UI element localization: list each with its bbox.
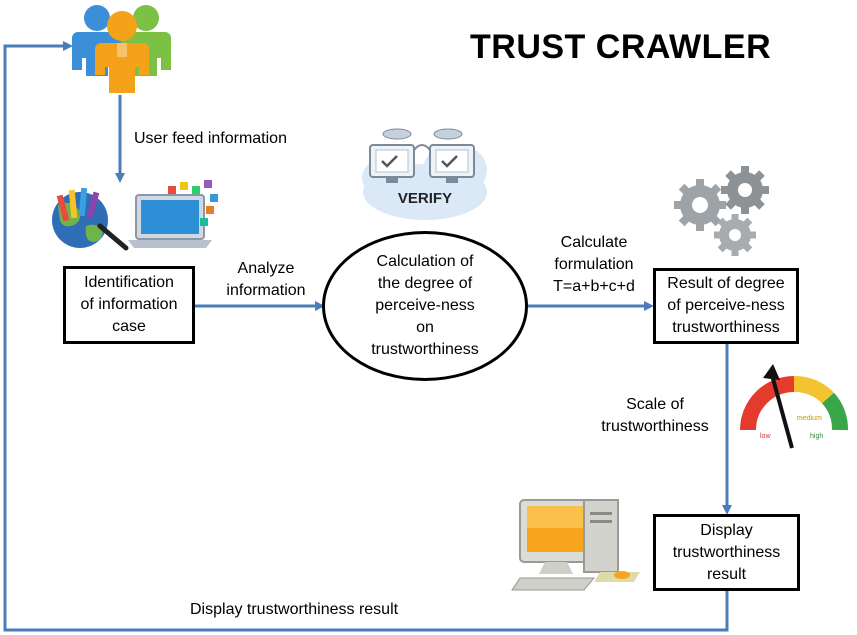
computer-icon	[511, 499, 640, 591]
label-scale: Scale of trustworthiness	[601, 396, 709, 435]
gauge-low-label: low	[760, 433, 771, 440]
gears-icon	[674, 166, 769, 256]
gauge-medium-label: medium	[797, 415, 822, 422]
label-display-result: Display trustworthiness result	[190, 601, 399, 618]
information-search-icon	[52, 180, 218, 251]
node-display: Display trustworthiness result	[653, 514, 800, 591]
users-icon	[72, 5, 171, 93]
verify-label: VERIFY	[398, 190, 452, 207]
node-result: Result of degree of perceive-ness trustw…	[653, 268, 799, 344]
label-analyze: Analyze information	[226, 260, 306, 299]
trust-gauge-icon: low medium high	[740, 364, 848, 449]
node-calculation: Calculation of the degree of perceive-ne…	[322, 231, 528, 381]
diagram-title: TRUST CRAWLER	[470, 28, 772, 66]
edge-display-result	[3, 41, 729, 632]
gauge-high-label: high	[810, 433, 823, 440]
label-calculate: Calculate formulation T=a+b+c+d	[553, 234, 635, 295]
node-identification: Identification of information case	[63, 266, 195, 344]
verify-cloud-icon: VERIFY	[362, 128, 487, 220]
label-user-feed: User feed information	[134, 130, 287, 147]
